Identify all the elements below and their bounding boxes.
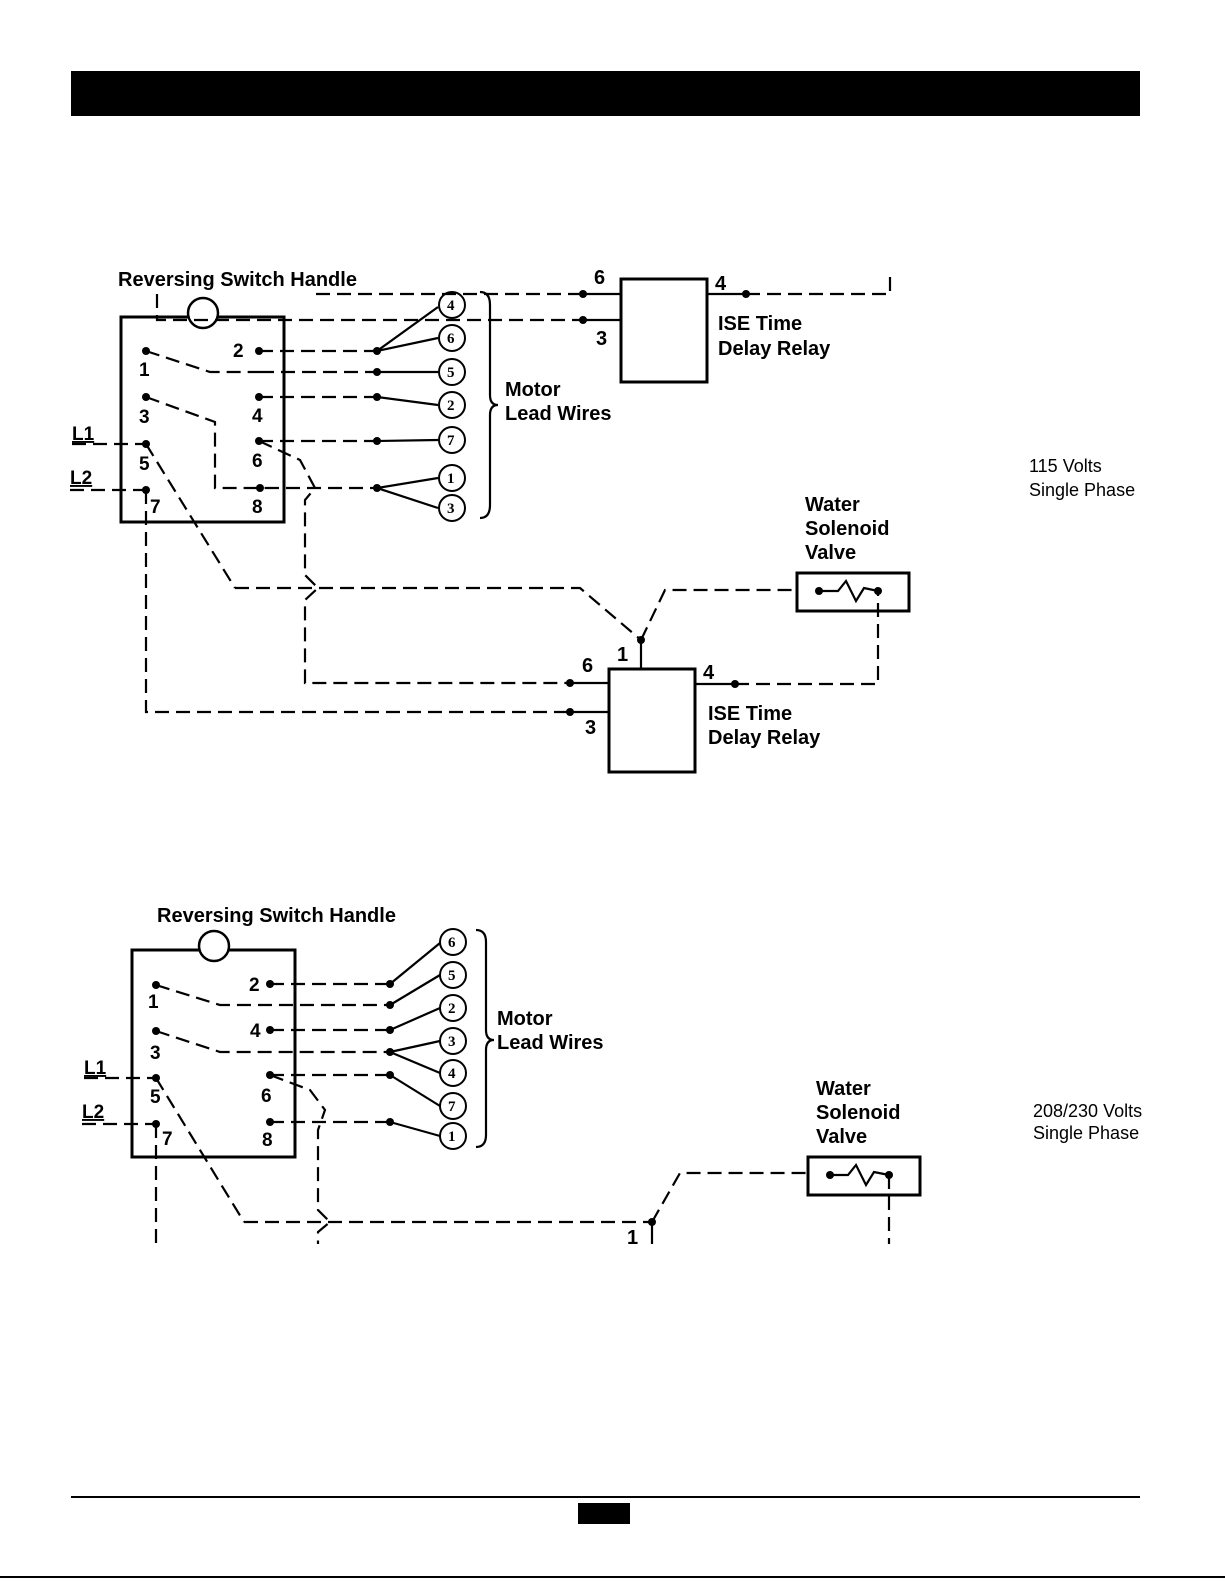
switch-handle-label-2: Reversing Switch Handle: [157, 905, 396, 927]
lead-2-5: 5: [448, 968, 456, 984]
lead-2: 2: [447, 398, 455, 414]
lead-7: 7: [447, 433, 455, 449]
valve-label-1: Water: [805, 494, 860, 516]
terminal-2-4: 4: [250, 1021, 261, 1042]
lead-1: 1: [447, 471, 455, 487]
switch-handle-icon: [186, 296, 220, 330]
relay-top-term-3: 3: [596, 328, 607, 350]
relay-bottom-term-4: 4: [703, 662, 715, 684]
terminal-4: 4: [252, 406, 263, 427]
lead-3: 3: [447, 501, 455, 517]
terminal-1: 1: [139, 360, 150, 381]
lead-4: 4: [447, 298, 455, 314]
lead-5: 5: [447, 365, 455, 381]
terminal-2-7: 7: [162, 1129, 173, 1150]
terminal-2: 2: [233, 341, 244, 362]
lead-2-4: 4: [448, 1066, 456, 1082]
line-l1-label-2: L1: [84, 1058, 107, 1079]
relay-top-label-1: ISE Time: [718, 313, 802, 335]
relay-top-box: [619, 277, 709, 384]
lead-2-1: 1: [448, 1129, 456, 1145]
lead-2-7: 7: [448, 1099, 456, 1115]
relay-bottom-term-3: 3: [585, 717, 596, 739]
header-bar: [71, 71, 1140, 116]
line-l2-label: L2: [70, 468, 92, 489]
diagram-230v: Reversing Switch Handle 1 2 3 4 5 6 7 8 …: [82, 905, 1142, 1249]
terminal-2-2: 2: [249, 975, 260, 996]
relay-bottom-term-1: 1: [617, 644, 628, 666]
voltage-label-2-1: 208/230 Volts: [1033, 1101, 1142, 1121]
lead-brace-2: [475, 928, 495, 1149]
lead-6: 6: [447, 331, 455, 347]
line-l2-label-2: L2: [82, 1102, 104, 1123]
relay-bottom-label-1: ISE Time: [708, 703, 792, 725]
relay-bottom-label-2: Delay Relay: [708, 727, 821, 749]
solenoid-valve-box-2: [806, 1155, 922, 1197]
valve-label-3: Valve: [805, 542, 856, 564]
valve-label-2: Solenoid: [805, 518, 889, 540]
terminal-5: 5: [139, 454, 150, 475]
voltage-label-2: Single Phase: [1029, 480, 1135, 500]
switch-handle-icon-2: [197, 929, 231, 963]
terminal-2-5: 5: [150, 1087, 161, 1108]
terminal-2-3: 3: [150, 1043, 161, 1064]
motor-lead-label-2: Lead Wires: [505, 403, 612, 425]
relay-top-label-2: Delay Relay: [718, 338, 831, 360]
terminal-6: 6: [252, 451, 263, 472]
motor-lead-label-2-1: Motor: [497, 1008, 553, 1030]
voltage-label-2-2: Single Phase: [1033, 1123, 1139, 1143]
switch-handle-label: Reversing Switch Handle: [118, 269, 357, 291]
terminal-2-8: 8: [262, 1130, 273, 1151]
footer-rule: [71, 1496, 1140, 1498]
terminal-2-6: 6: [261, 1086, 272, 1107]
valve-label-2-3: Valve: [816, 1126, 867, 1148]
line-l1-label: L1: [72, 424, 95, 445]
motor-lead-label-2-2: Lead Wires: [497, 1032, 604, 1054]
bottom-rule: [0, 1576, 1225, 1578]
valve-label-2-2: Solenoid: [816, 1102, 900, 1124]
voltage-label-1: 115 Volts: [1029, 456, 1102, 476]
lead-2-3: 3: [448, 1034, 456, 1050]
relay-top-term-4: 4: [715, 273, 727, 295]
solenoid-valve-box: [795, 571, 911, 613]
relay-bottom-box: [607, 667, 697, 774]
terminal-7: 7: [150, 497, 161, 518]
lead-brace: [479, 290, 499, 520]
terminal-8: 8: [252, 497, 263, 518]
page-number-tab: [578, 1503, 630, 1524]
relay-top-term-6: 6: [594, 267, 605, 289]
lead-2-2: 2: [448, 1001, 456, 1017]
motor-lead-label-1: Motor: [505, 379, 561, 401]
relay-2-term-1: 1: [627, 1227, 638, 1249]
valve-label-2-1: Water: [816, 1078, 871, 1100]
terminal-2-1: 1: [148, 992, 159, 1013]
relay-bottom-term-6: 6: [582, 655, 593, 677]
diagram-115v: Reversing Switch Handle 1 2 3 4 5 6 7 8 …: [70, 267, 1135, 774]
lead-2-6: 6: [448, 935, 456, 951]
terminal-3: 3: [139, 407, 150, 428]
